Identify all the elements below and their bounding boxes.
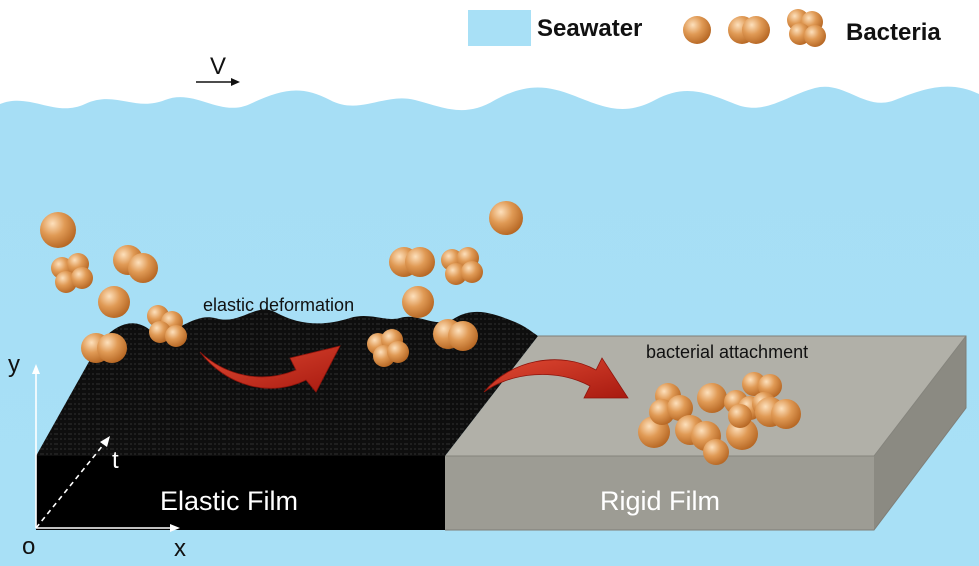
seawater-swatch [468, 10, 531, 46]
sphere-icon [683, 16, 711, 44]
bacterium-pair [81, 333, 127, 363]
axes [32, 364, 180, 532]
bacterium-single [40, 212, 76, 248]
velocity-label: V [210, 53, 226, 80]
bacterium-pair [433, 319, 478, 351]
rigid-film-front [445, 456, 874, 530]
x-axis-label: x [174, 535, 186, 562]
bacterium-cluster [147, 305, 187, 347]
elastic-film-label: Elastic Film [160, 486, 298, 516]
y-axis-label: y [8, 351, 20, 378]
arrow-right-icon [196, 78, 240, 86]
bacterium-single [402, 286, 434, 318]
elastic-film-front [36, 456, 445, 530]
legend-bacteria-label: Bacteria [846, 19, 941, 46]
legend-seawater-label: Seawater [537, 15, 642, 42]
elastic-deformation-label: elastic deformation [203, 295, 354, 315]
double-sphere-icon [728, 16, 770, 44]
bacterium-cluster [441, 247, 483, 285]
rigid-film-label: Rigid Film [600, 486, 720, 516]
bacterium-single [489, 201, 523, 235]
cluster-icon [787, 9, 826, 47]
curved-arrow-icon [483, 357, 629, 399]
t-axis-label: t [112, 447, 119, 474]
bacterium-cluster [51, 253, 93, 293]
bacterium-pair [389, 247, 435, 277]
bacterium-pair [113, 245, 158, 283]
bacterium-cluster [367, 329, 409, 367]
bacterial-attachment-label: bacterial attachment [646, 342, 808, 362]
curved-arrow-icon [199, 345, 341, 393]
origin-label: o [22, 533, 35, 560]
attached-bacteria-group [638, 372, 801, 465]
rigid-film-side [874, 336, 966, 530]
bacterium-single [98, 286, 130, 318]
